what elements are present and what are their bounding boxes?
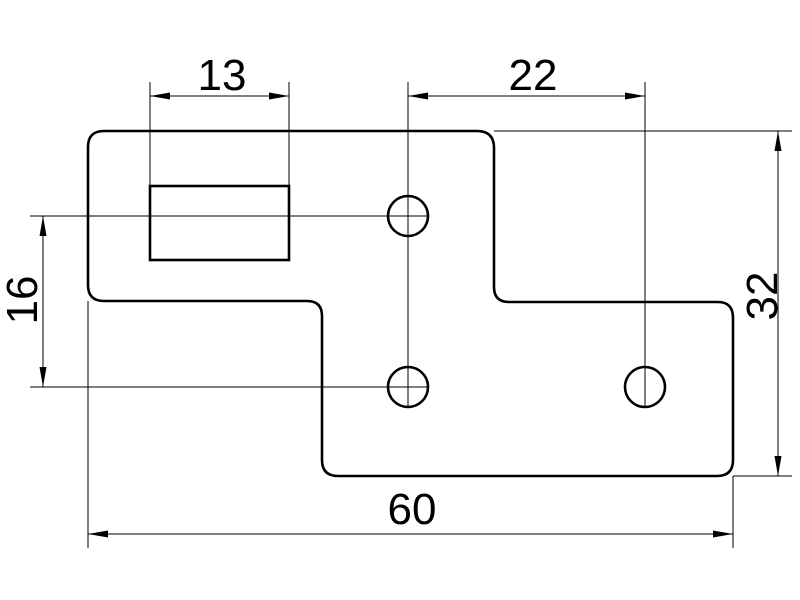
dim-label-width-total: 60 <box>388 485 437 534</box>
dim-label-height-total: 32 <box>738 272 787 321</box>
dim-label-hole-spacing-horizontal: 22 <box>509 51 558 100</box>
extension-lines <box>30 82 792 548</box>
dim-label-hole-spacing-vertical: 16 <box>0 276 47 325</box>
rectangular-slot <box>148 184 291 262</box>
part-outline <box>86 129 735 478</box>
dim-label-slot-width: 13 <box>198 51 247 100</box>
